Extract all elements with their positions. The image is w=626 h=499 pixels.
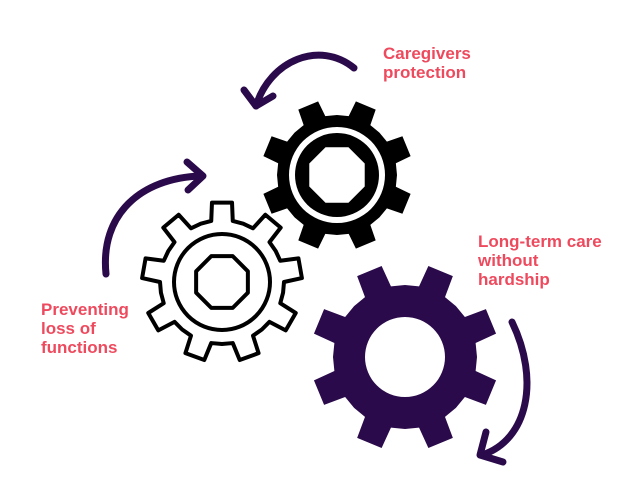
curved-arrow-icon	[240, 51, 358, 110]
label-line: Preventing	[41, 300, 129, 319]
outline-gear-icon	[140, 200, 304, 363]
label-long-term-care: Long-term care without hardship	[478, 232, 602, 289]
black-gear-icon	[263, 101, 411, 249]
arrow-head	[476, 428, 507, 466]
label-line: without	[478, 251, 539, 270]
purple-gear-icon	[313, 265, 497, 449]
gear-hex	[194, 254, 250, 310]
label-line: functions	[41, 338, 118, 357]
label-line: Long-term care	[478, 232, 602, 251]
label-caregivers-protection: Caregivers protection	[383, 44, 471, 82]
arrow-head	[183, 158, 207, 194]
arrow-shaft	[252, 51, 358, 110]
label-preventing-loss: Preventing loss of functions	[41, 300, 129, 357]
label-line: loss of	[41, 319, 96, 338]
arrow-shaft	[101, 172, 205, 278]
label-line: Caregivers	[383, 44, 471, 63]
gear-ring	[172, 232, 272, 332]
gear-body	[263, 101, 411, 249]
gear-body	[313, 265, 497, 449]
curved-arrow-icon	[476, 318, 531, 466]
label-line: protection	[383, 63, 467, 82]
gear-outline	[140, 200, 304, 363]
curved-arrow-icon	[101, 158, 207, 278]
label-line: hardship	[478, 270, 550, 289]
arrow-head	[240, 86, 277, 110]
gear-hex-hole	[309, 147, 365, 203]
arrow-shaft	[478, 318, 531, 459]
